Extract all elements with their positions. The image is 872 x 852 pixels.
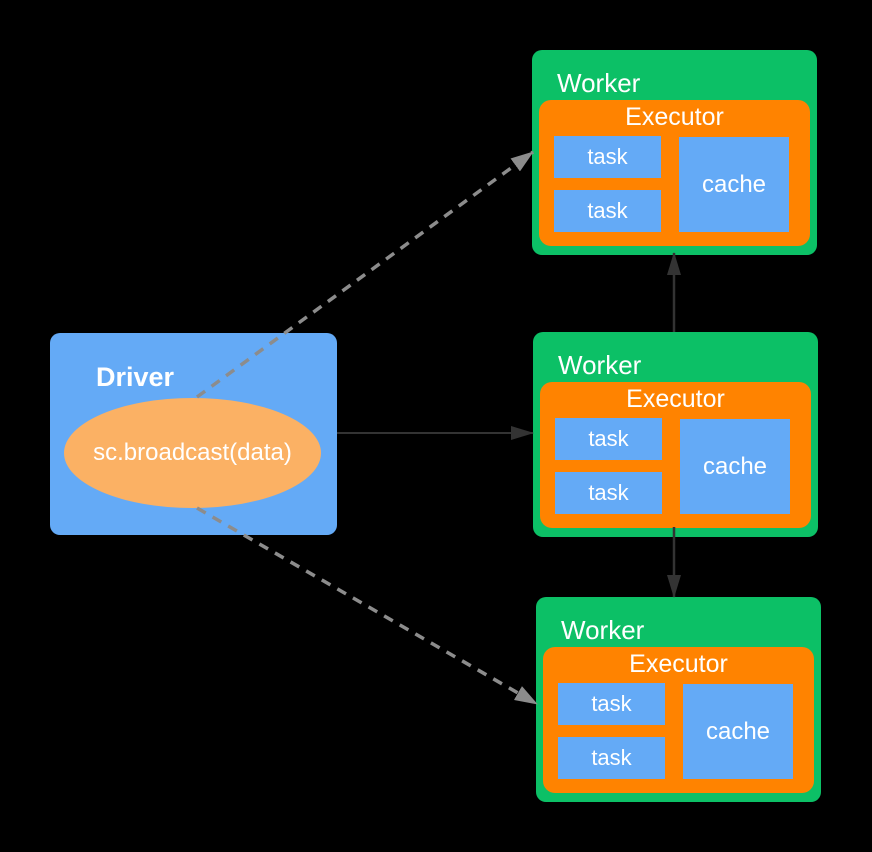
broadcast-call-label: sc.broadcast(data) [93,439,292,466]
task-node: task [554,136,661,178]
executor-label: Executor [625,103,724,131]
worker-label: Worker [561,615,645,645]
executor-node: Executor task task cache [539,100,810,246]
executor-node: Executor task task cache [543,647,814,793]
worker-label: Worker [557,68,641,98]
cache-node: cache [679,137,789,232]
worker-label: Worker [558,350,642,380]
task-node: task [554,190,661,232]
worker-node-bottom: Worker Executor task task cache [536,597,821,802]
executor-label: Executor [629,650,728,678]
cache-node: cache [683,684,793,779]
task-node: task [555,472,662,514]
broadcast-edge-bottom [196,506,538,706]
broadcast-ellipse: sc.broadcast(data) [64,398,321,508]
worker-node-top: Worker Executor task task cache [532,50,817,255]
worker-node-middle: Worker Executor task task cache [533,332,818,537]
cache-node: cache [680,419,790,514]
task-node: task [555,418,662,460]
executor-node: Executor task task cache [540,382,811,528]
executor-label: Executor [626,385,725,413]
task-node: task [558,683,665,725]
driver-node: Driver sc.broadcast(data) [50,333,337,535]
driver-label: Driver [96,362,175,392]
task-node: task [558,737,665,779]
